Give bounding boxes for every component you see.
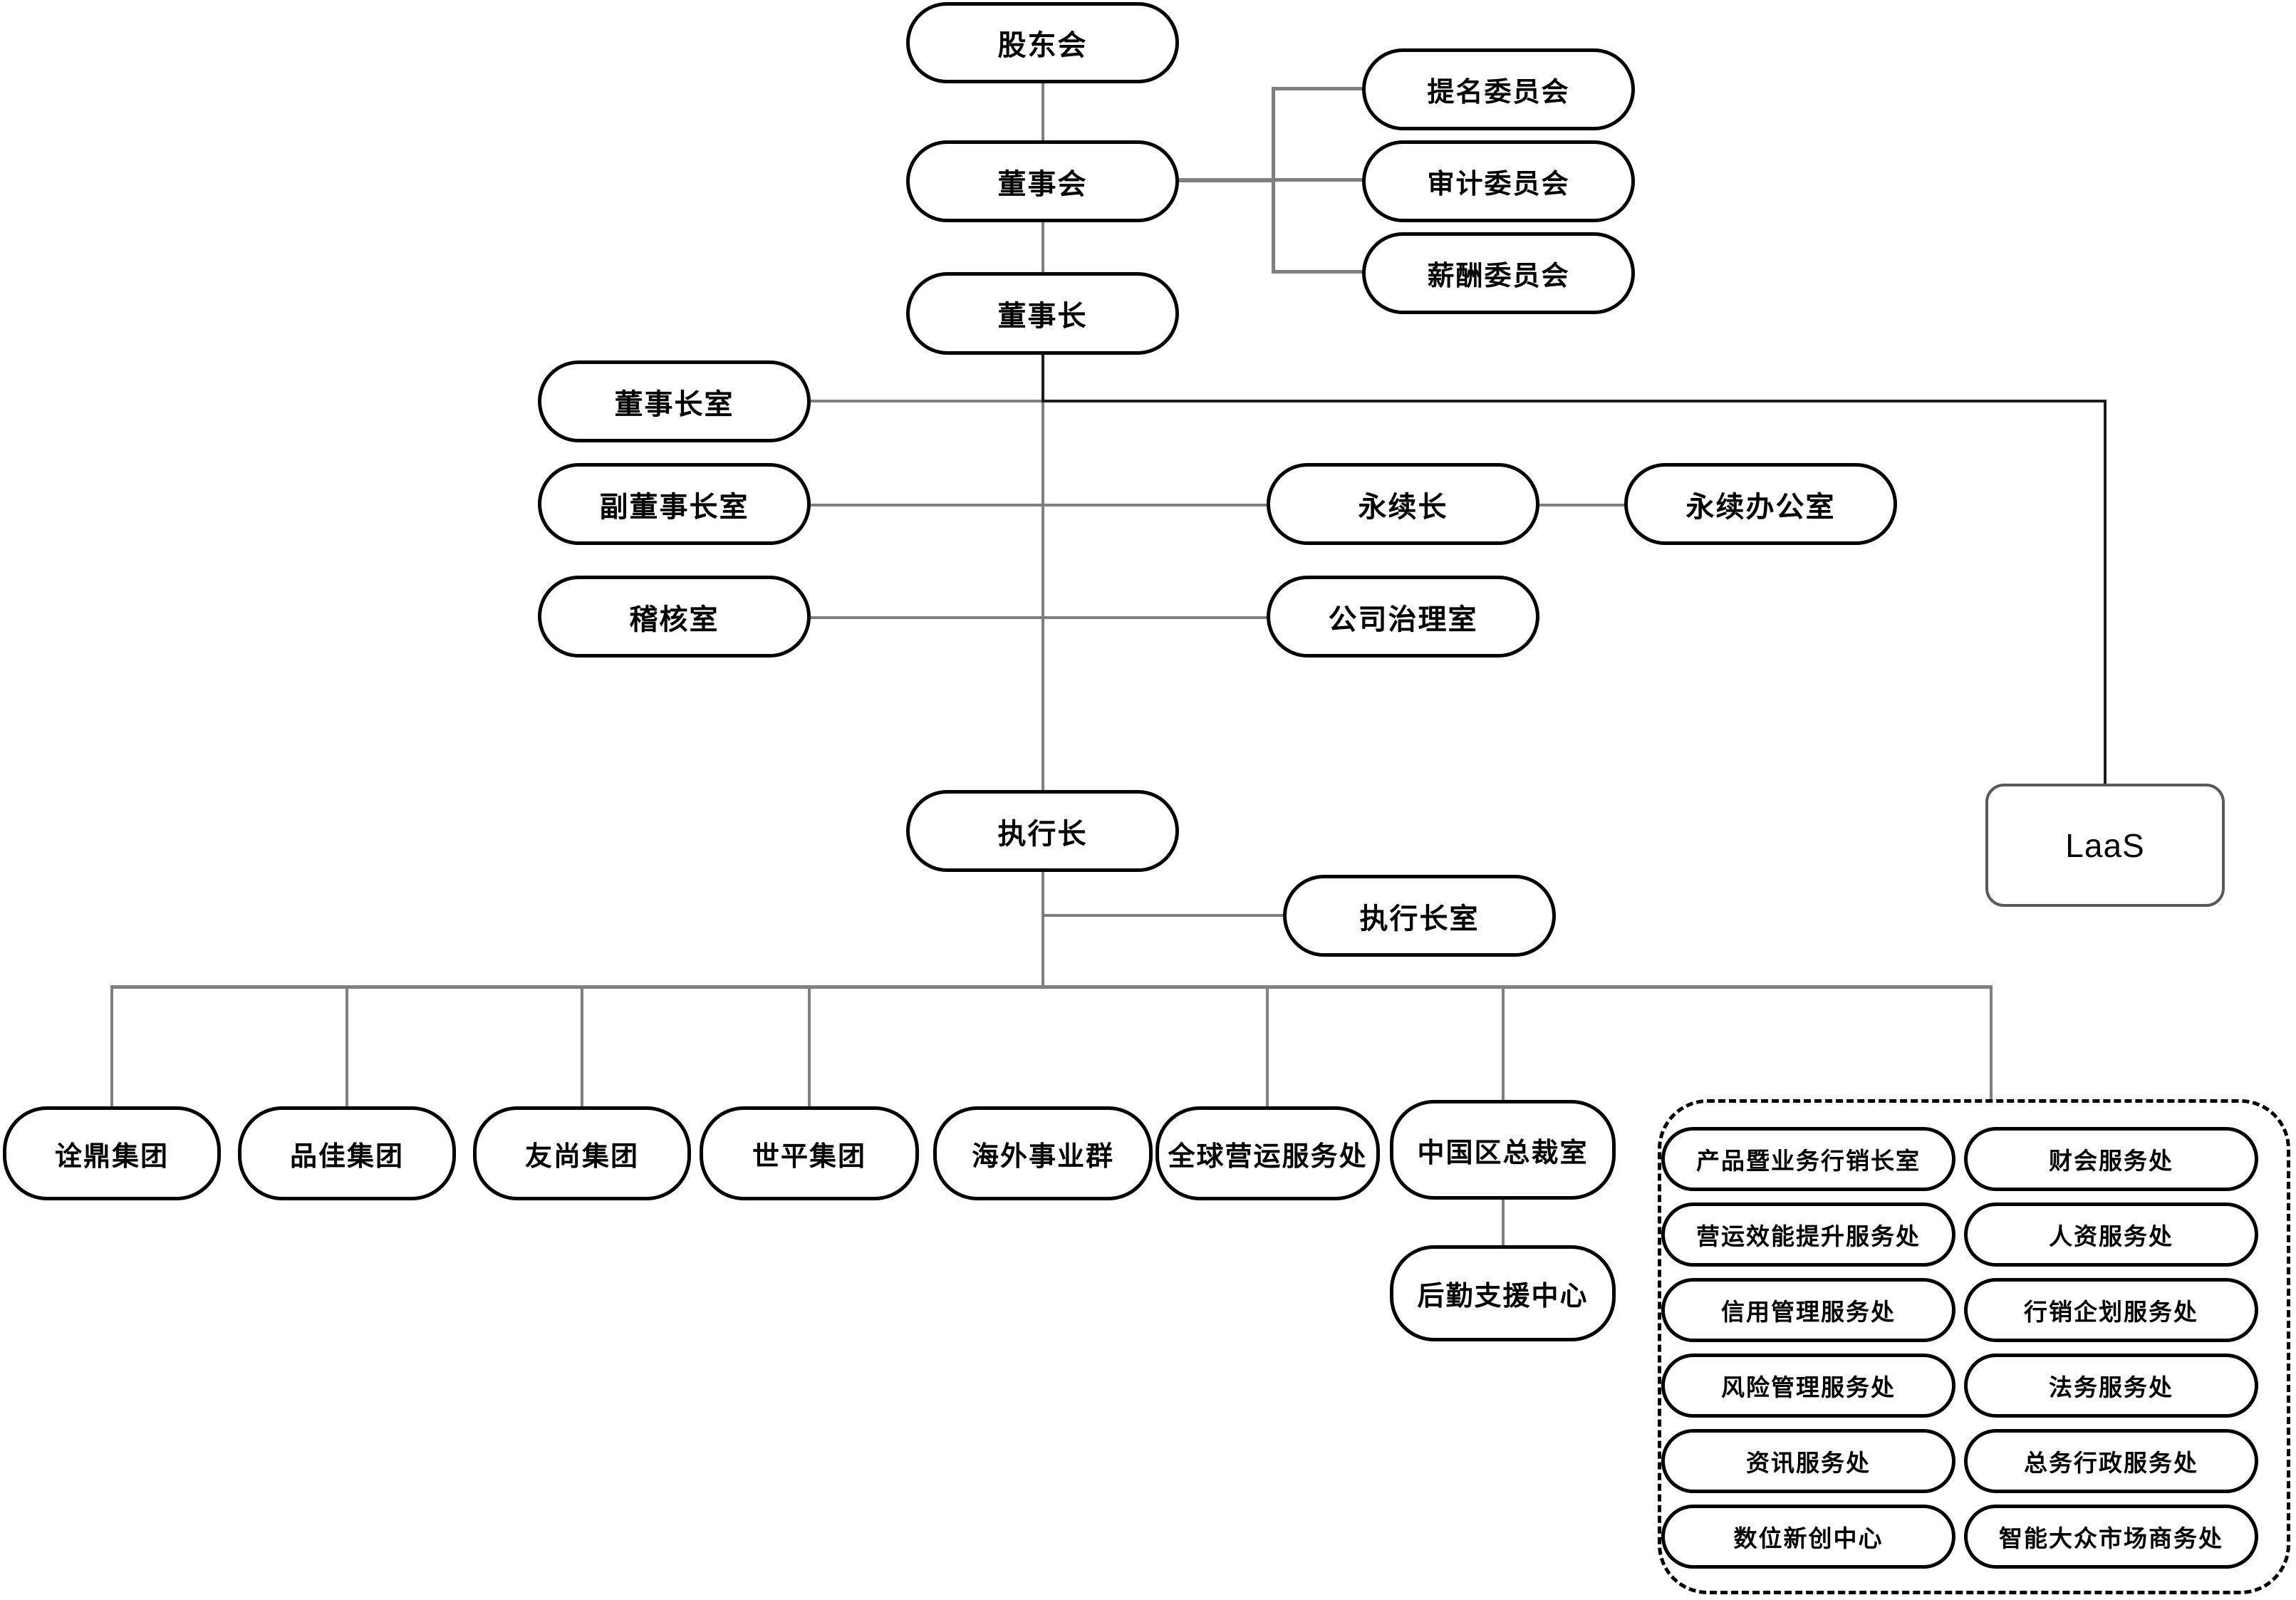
node-vice-chairman-office: 副董事长室 [538,463,811,545]
connector-stub-audit-committee [1272,178,1362,182]
node-audit-office: 稽核室 [538,576,811,658]
connector-to-laas-horizontal [1041,400,2107,402]
node-bu-china-president-office: 中国区总裁室 [1390,1100,1616,1200]
node-corporate-governance-office: 公司治理室 [1267,576,1539,658]
connector-shareholders-board [1041,83,1044,142]
node-ceo: 执行长 [906,790,1179,872]
node-ss-finance-accounting-services: 财会服务处 [1964,1127,2258,1191]
node-ss-marketing-planning-services: 行销企划服务处 [1964,1278,2258,1342]
node-board-of-directors: 董事会 [906,140,1179,222]
node-ss-legal-services: 法务服务处 [1964,1354,2258,1418]
node-bu-overseas-business-group: 海外事业群 [933,1106,1153,1200]
node-shareholders-meeting: 股东会 [906,2,1179,83]
connector-board-committee-junction [1179,178,1274,182]
connector-drop-shiping [808,987,811,1108]
connector-ceo-office [1043,914,1283,917]
connector-audit-governance-office [811,616,1267,619]
connector-trunk-lower [1041,871,1044,988]
node-chairman-office: 董事长室 [538,360,811,442]
node-ss-risk-management-services: 风险管理服务处 [1661,1354,1955,1418]
node-ss-digital-innovation-center: 数位新创中心 [1661,1505,1955,1569]
node-ss-credit-management-services: 信用管理服务处 [1661,1278,1955,1342]
shared-services-group-border [1658,1099,2290,1594]
node-bu-global-operations-services: 全球营运服务处 [1155,1106,1380,1200]
connector-chairman-office [811,400,1043,402]
node-sustainability-officer: 永续长 [1267,463,1539,545]
connector-china-logistics [1502,1198,1505,1247]
connector-drop-shared-services [1990,987,1993,1101]
node-ss-general-administration-services: 总务行政服务处 [1964,1429,2258,1493]
connector-drop-youshang [581,987,583,1108]
node-nomination-committee: 提名委员会 [1362,48,1635,130]
node-bu-pinjia-group: 品佳集团 [238,1106,456,1200]
node-compensation-committee: 薪酬委员会 [1362,232,1635,314]
node-audit-committee: 审计委员会 [1362,140,1635,222]
connector-to-laas-vertical [2104,400,2107,784]
connector-stub-nomination [1272,87,1362,90]
node-sustainability-office: 永续办公室 [1624,463,1897,545]
connector-drop-quanding [110,987,113,1108]
node-ss-product-business-marketing-office: 产品暨业务行销长室 [1661,1127,1955,1191]
connector-cso-sustainability-office [1539,504,1624,507]
connector-chairman-trunk-upper [1041,355,1044,401]
node-bu-youshang-group: 友尚集团 [473,1106,691,1200]
node-ss-human-resources-services: 人资服务处 [1964,1202,2258,1267]
connector-stub-compensation [1272,270,1362,274]
connector-drop-pinjia [346,987,348,1108]
connector-vice-chairman-cso [811,504,1267,507]
node-bu-quanding-group: 诠鼎集团 [3,1106,221,1200]
connector-trunk-mid [1041,401,1044,791]
connector-drop-china-office [1502,987,1505,1101]
connector-distribution-line [110,985,1993,989]
node-chairman: 董事长 [906,272,1179,355]
connector-drop-global-ops [1266,987,1269,1108]
node-laas: LaaS [1985,784,2225,907]
node-ss-information-services: 资讯服务处 [1661,1429,1955,1493]
node-ss-smart-mass-market-business: 智能大众市场商务处 [1964,1505,2258,1569]
connector-board-chairman [1041,221,1044,274]
node-logistics-support-center: 后勤支援中心 [1390,1245,1616,1341]
node-ceo-office: 执行长室 [1283,875,1556,957]
node-bu-shiping-group: 世平集团 [700,1106,919,1200]
node-ss-operational-efficiency-services: 营运效能提升服务处 [1661,1202,1955,1267]
